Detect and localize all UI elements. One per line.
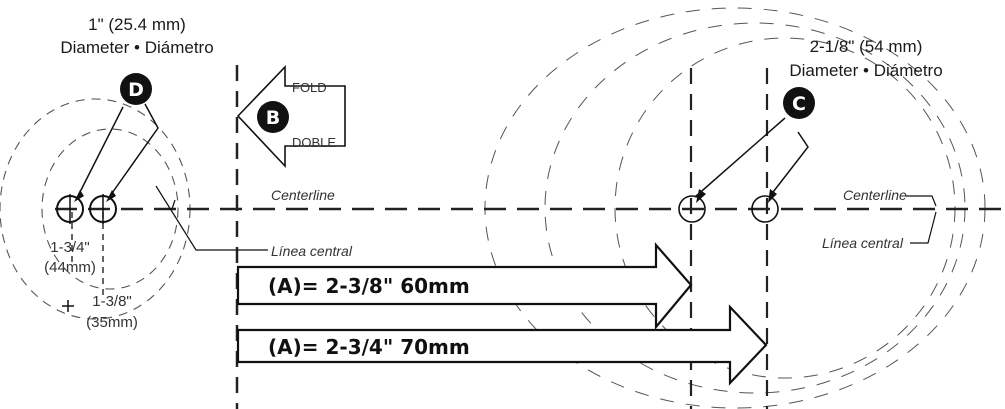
arrowhead-c-2 — [768, 189, 777, 203]
offset-inner-inches: 1-3/8" — [92, 293, 132, 310]
leader-centerline-es-right — [910, 211, 937, 244]
right-diameter-size: 2-1/8" (54 mm) — [810, 37, 923, 56]
right-diameter-label: Diameter • Diámetro — [789, 61, 942, 80]
leader-d-2 — [109, 103, 159, 197]
badge-c-circle — [783, 87, 815, 119]
hole-large-60mm — [678, 195, 706, 223]
badge-b: B — [257, 101, 289, 133]
arrowhead-d-2 — [106, 190, 116, 202]
badge-d-letter: D — [128, 79, 144, 101]
left-inner-dashed-circle — [41, 128, 179, 290]
leader-c-2 — [769, 131, 809, 197]
left-diameter-label: Diameter • Diámetro — [60, 38, 213, 57]
badge-d: D — [120, 73, 152, 105]
badge-c-letter: C — [792, 93, 806, 115]
badge-b-letter: B — [266, 107, 280, 129]
leader-lines — [77, 103, 937, 251]
fold-label-es: DOBLE — [292, 135, 336, 150]
centerline-label-es-right: Línea central — [822, 235, 904, 251]
arrow-70mm-shape — [236, 304, 768, 386]
leader-centerline-es-left — [155, 185, 268, 251]
left-diameter-size: 1" (25.4 mm) — [88, 15, 186, 34]
badge-d-circle — [120, 73, 152, 105]
arrow-70mm-label: (A)= 2-3/4" 70mm — [268, 335, 470, 359]
leader-centerline-en-left — [171, 199, 176, 210]
leader-d-1 — [77, 106, 124, 197]
leader-c-1 — [694, 117, 786, 198]
offset-outer-inches: 1-3/4" — [50, 239, 90, 256]
fold-label-en: FOLD — [292, 80, 327, 95]
arrowhead-d-1 — [74, 190, 84, 202]
centerline-label-en-left: Centerline — [271, 187, 335, 203]
offset-inner-mm: (35mm) — [86, 314, 138, 331]
hole-circles — [56, 194, 779, 224]
badge-b-circle — [257, 101, 289, 133]
centerline-label-en-right: Centerline — [843, 187, 907, 203]
arrowhead-c-1 — [696, 189, 706, 203]
leader-arrowheads — [74, 189, 777, 203]
leader-centerline-en-right — [905, 195, 937, 207]
offset-outer-mm: (44mm) — [44, 259, 96, 276]
badge-c: C — [783, 87, 815, 119]
arrow-60mm-shape — [236, 242, 693, 331]
fold-arrow-shape — [236, 65, 346, 169]
arrow-60mm-label: (A)= 2-3/8" 60mm — [268, 274, 470, 298]
hole-large-70mm — [751, 195, 779, 223]
centerline-label-es-left: Línea central — [271, 243, 353, 259]
